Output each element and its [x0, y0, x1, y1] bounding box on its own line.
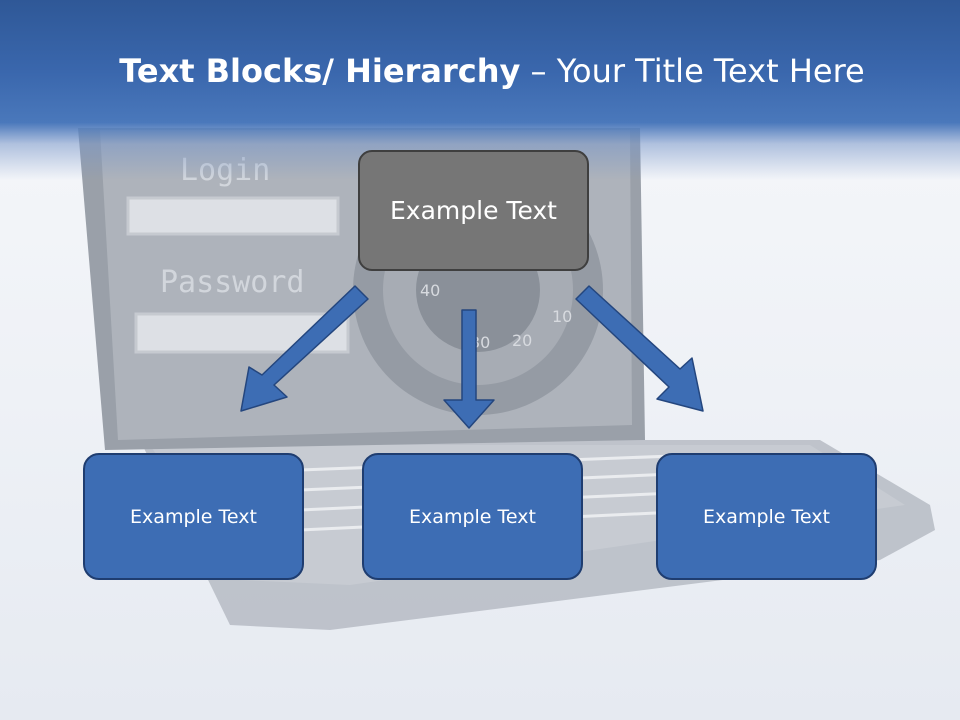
- arrow-right: [575, 285, 704, 412]
- child-text-block-1[interactable]: Example Text: [83, 453, 304, 580]
- password-label: Password: [160, 265, 305, 300]
- arrow-left: [240, 285, 369, 412]
- svg-text:20: 20: [512, 331, 532, 350]
- svg-text:10: 10: [552, 307, 572, 326]
- top-text-block[interactable]: Example Text: [358, 150, 589, 271]
- svg-text:40: 40: [420, 281, 440, 300]
- child-text-block-2[interactable]: Example Text: [362, 453, 583, 580]
- slide-title: Text Blocks/ Hierarchy – Your Title Text…: [0, 52, 960, 90]
- title-rest: – Your Title Text Here: [520, 52, 865, 90]
- title-bold: Text Blocks/ Hierarchy: [119, 52, 521, 90]
- child-text-block-3[interactable]: Example Text: [656, 453, 877, 580]
- arrow-center: [443, 309, 495, 429]
